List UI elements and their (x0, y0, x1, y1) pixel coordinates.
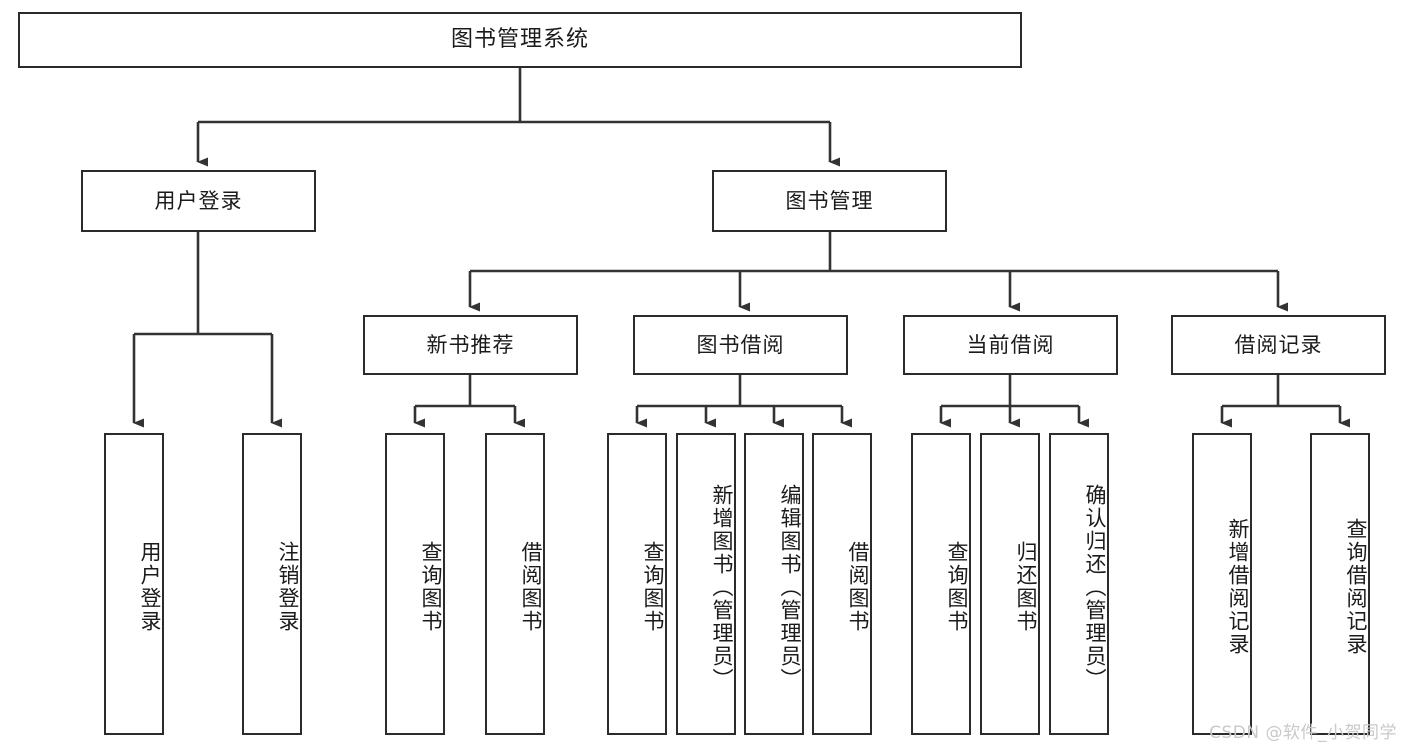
leaf-borrow-book-2-label: 借阅图书 (846, 541, 870, 633)
leaf-user-login-label: 用户登录 (138, 541, 162, 633)
leaf-edit-book-label: 编辑图书（管理员） (778, 483, 802, 691)
leaf-query-record[interactable]: 查询借阅记录 (1310, 433, 1370, 735)
leaf-query-book-2-label: 查询图书 (641, 541, 665, 633)
leaf-query-book-2[interactable]: 查询图书 (607, 433, 667, 735)
leaf-return-book-label: 归还图书 (1014, 541, 1038, 633)
node-user-login-label: 用户登录 (154, 188, 243, 213)
leaf-user-logout[interactable]: 注销登录 (242, 433, 302, 735)
leaf-return-book[interactable]: 归还图书 (980, 433, 1040, 735)
node-new-book-recommend[interactable]: 新书推荐 (363, 315, 578, 375)
node-borrow-record[interactable]: 借阅记录 (1171, 315, 1386, 375)
node-book-manage[interactable]: 图书管理 (712, 170, 947, 232)
node-book-manage-label: 图书管理 (785, 188, 874, 213)
watermark-text: CSDN @软件_小贺同学 (1209, 723, 1397, 743)
node-borrow-record-label: 借阅记录 (1234, 332, 1323, 357)
leaf-confirm-return[interactable]: 确认归还（管理员） (1049, 433, 1109, 735)
node-current-borrow[interactable]: 当前借阅 (903, 315, 1118, 375)
node-book-borrow[interactable]: 图书借阅 (633, 315, 848, 375)
leaf-add-record[interactable]: 新增借阅记录 (1192, 433, 1252, 735)
node-book-borrow-label: 图书借阅 (696, 332, 785, 357)
node-new-book-recommend-label: 新书推荐 (426, 332, 515, 357)
node-root-label: 图书管理系统 (450, 27, 589, 53)
leaf-borrow-book-1-label: 借阅图书 (519, 541, 543, 633)
node-current-borrow-label: 当前借阅 (966, 332, 1055, 357)
leaf-add-book-label: 新增图书（管理员） (710, 483, 734, 691)
leaf-query-record-label: 查询借阅记录 (1344, 518, 1368, 656)
leaf-confirm-return-label: 确认归还（管理员） (1083, 483, 1107, 691)
leaf-add-book[interactable]: 新增图书（管理员） (676, 433, 736, 735)
node-user-login[interactable]: 用户登录 (81, 170, 316, 232)
leaf-query-book-3[interactable]: 查询图书 (911, 433, 971, 735)
leaf-edit-book[interactable]: 编辑图书（管理员） (744, 433, 804, 735)
node-root[interactable]: 图书管理系统 (18, 12, 1022, 68)
leaf-query-book-3-label: 查询图书 (945, 541, 969, 633)
leaf-query-book-1-label: 查询图书 (419, 541, 443, 633)
leaf-user-logout-label: 注销登录 (276, 541, 300, 633)
leaf-borrow-book-1[interactable]: 借阅图书 (485, 433, 545, 735)
leaf-add-record-label: 新增借阅记录 (1226, 518, 1250, 656)
leaf-borrow-book-2[interactable]: 借阅图书 (812, 433, 872, 735)
leaf-user-login[interactable]: 用户登录 (104, 433, 164, 735)
leaf-query-book-1[interactable]: 查询图书 (385, 433, 445, 735)
